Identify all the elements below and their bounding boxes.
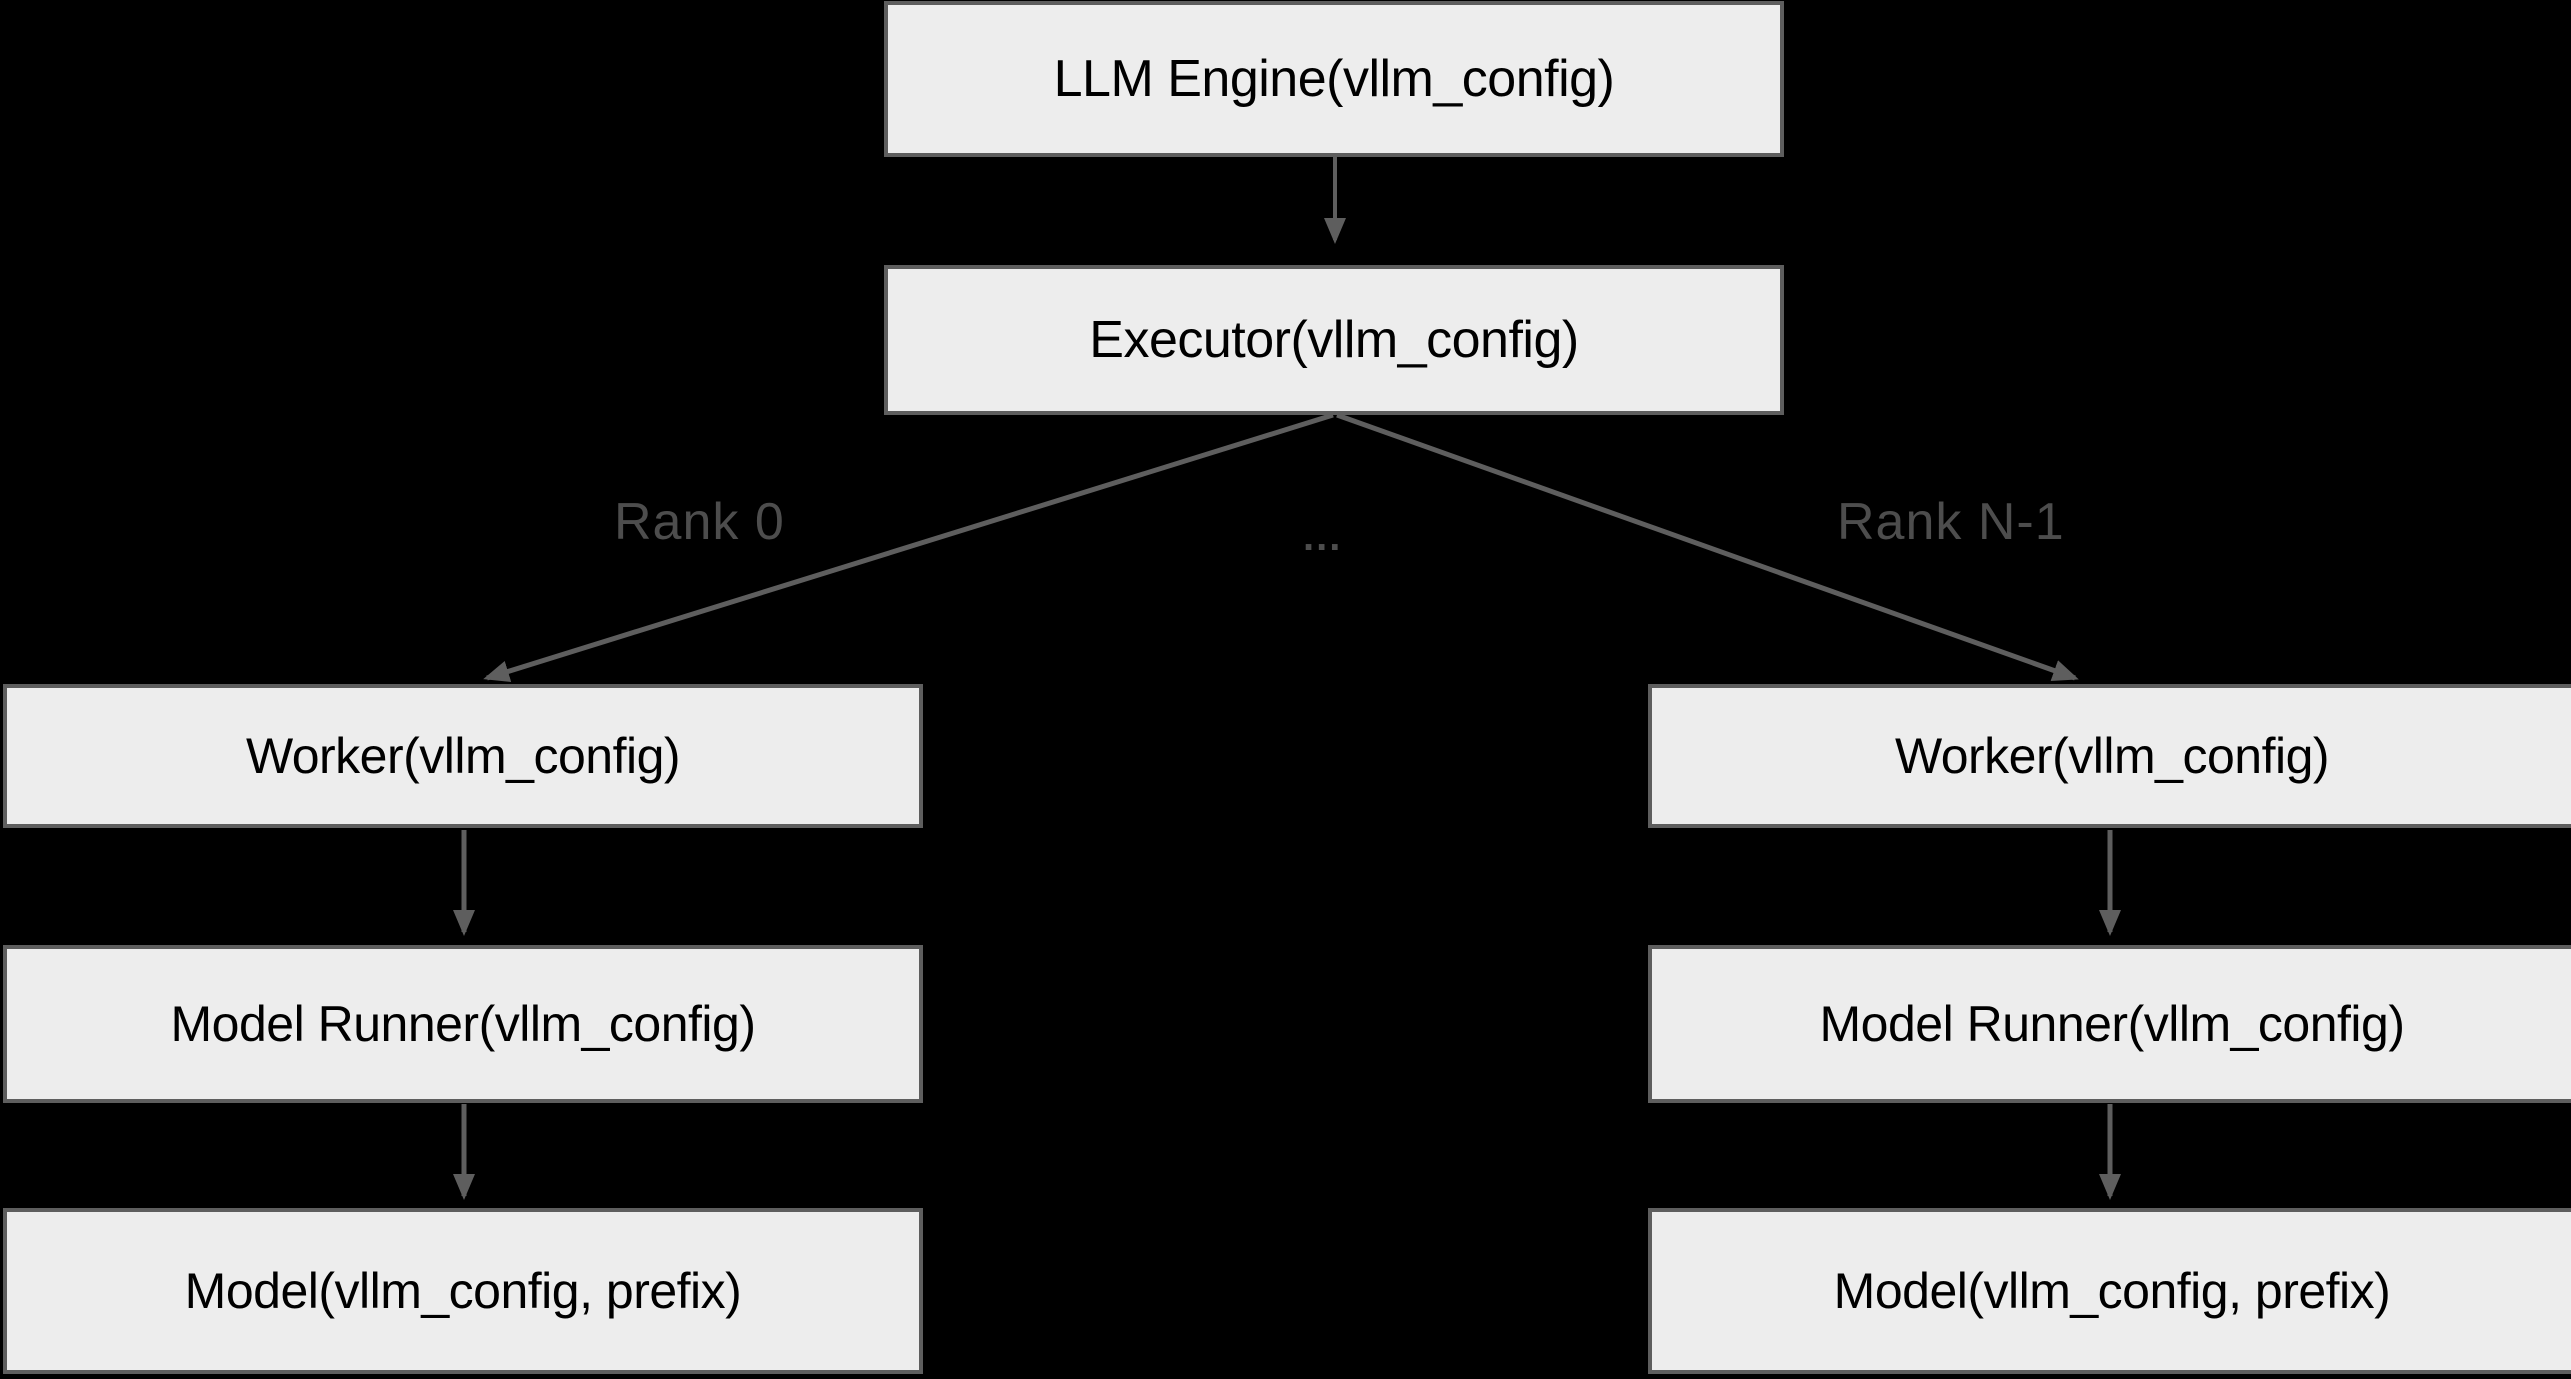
- node-model-runner-rank0-label: Model Runner(vllm_config): [170, 996, 756, 1052]
- node-model-runner-rank0[interactable]: Model Runner(vllm_config): [3, 945, 923, 1103]
- node-worker-rankn[interactable]: Worker(vllm_config): [1648, 684, 2571, 828]
- edge-label-rank-n-1: Rank N-1: [1837, 493, 2065, 551]
- node-executor[interactable]: Executor(vllm_config): [884, 265, 1784, 415]
- node-worker-rankn-label: Worker(vllm_config): [1894, 728, 2330, 784]
- node-model-rankn-label: Model(vllm_config, prefix): [1833, 1263, 2391, 1319]
- node-worker-rank0[interactable]: Worker(vllm_config): [3, 684, 923, 828]
- node-llm-engine-label: LLM Engine(vllm_config): [1053, 50, 1615, 108]
- node-model-runner-rankn[interactable]: Model Runner(vllm_config): [1648, 945, 2571, 1103]
- edge-label-rank-ellipsis: ...: [1303, 515, 1343, 559]
- node-model-runner-rankn-label: Model Runner(vllm_config): [1819, 996, 2405, 1052]
- edge-label-rank-0: Rank 0: [614, 493, 785, 551]
- node-model-rank0-label: Model(vllm_config, prefix): [184, 1263, 742, 1319]
- node-executor-label: Executor(vllm_config): [1089, 311, 1579, 369]
- node-llm-engine[interactable]: LLM Engine(vllm_config): [884, 1, 1784, 157]
- node-model-rankn[interactable]: Model(vllm_config, prefix): [1648, 1208, 2571, 1374]
- node-model-rank0[interactable]: Model(vllm_config, prefix): [3, 1208, 923, 1374]
- node-worker-rank0-label: Worker(vllm_config): [245, 728, 681, 784]
